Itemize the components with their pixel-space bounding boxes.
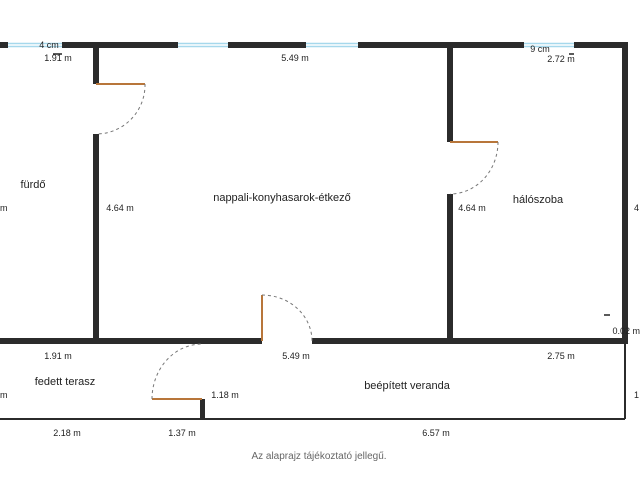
door-main-entrance	[261, 294, 313, 342]
window-top-middle-2	[306, 42, 358, 48]
disclaimer-note: Az alaprajz tájékoztató jellegű.	[251, 451, 386, 462]
room-label-nappali: nappali-konyhasarok-étkező	[213, 192, 351, 204]
dim-label: 4	[634, 203, 639, 213]
room-label-furdo: fürdő	[20, 179, 45, 191]
wall-top-left	[0, 42, 8, 48]
wall-top-1	[62, 42, 178, 48]
doors	[95, 83, 499, 400]
dim-label: 1	[634, 390, 639, 400]
dim-label: 5.49 m	[281, 53, 309, 63]
wall-right	[622, 42, 628, 344]
dim-label: 6.57 m	[422, 428, 450, 438]
room-label-fedett-terasz: fedett terasz	[35, 376, 96, 388]
terrace-outline	[0, 343, 626, 420]
wall-bedroom-upper	[447, 42, 453, 142]
dim-label: 4.64 m	[106, 203, 134, 213]
dim-label: 1.91 m	[44, 53, 72, 63]
marks	[53, 53, 610, 316]
door-bedroom	[449, 141, 499, 195]
dim-label: 4 cm	[39, 40, 59, 50]
terrace-divider-wall	[200, 399, 205, 420]
door-bathroom	[95, 83, 146, 135]
dim-label: 1.18 m	[211, 390, 239, 400]
window-top-left	[8, 42, 62, 48]
wall-bath-lower	[93, 134, 99, 344]
window-top-middle-1	[178, 42, 228, 48]
wall-bath-upper	[93, 42, 99, 84]
dim-label: 5.49 m	[282, 351, 310, 361]
walls	[0, 42, 628, 344]
door-terrace	[151, 343, 203, 400]
wall-top-3	[358, 42, 524, 48]
room-label-veranda: beépített veranda	[364, 380, 451, 392]
wall-top-2	[228, 42, 306, 48]
wall-bedroom-lower	[447, 194, 453, 344]
dim-label: m	[0, 390, 8, 400]
window-top-right	[524, 42, 574, 48]
dim-label: 1.91 m	[44, 351, 72, 361]
dim-label: 0.02 m	[612, 326, 640, 336]
dim-label: 1.37 m	[168, 428, 196, 438]
wall-bottom-right	[312, 338, 628, 344]
dim-label: 2.18 m	[53, 428, 81, 438]
room-label-haloszoba: hálószoba	[513, 194, 564, 206]
dim-label: 9 cm	[530, 44, 550, 54]
dim-label: 2.75 m	[547, 351, 575, 361]
dim-label: 4.64 m	[458, 203, 486, 213]
dim-label: m	[0, 203, 8, 213]
wall-top-4	[574, 42, 628, 48]
wall-bottom-left	[0, 338, 262, 344]
dim-label: 2.72 m	[547, 54, 575, 64]
windows	[8, 42, 574, 48]
